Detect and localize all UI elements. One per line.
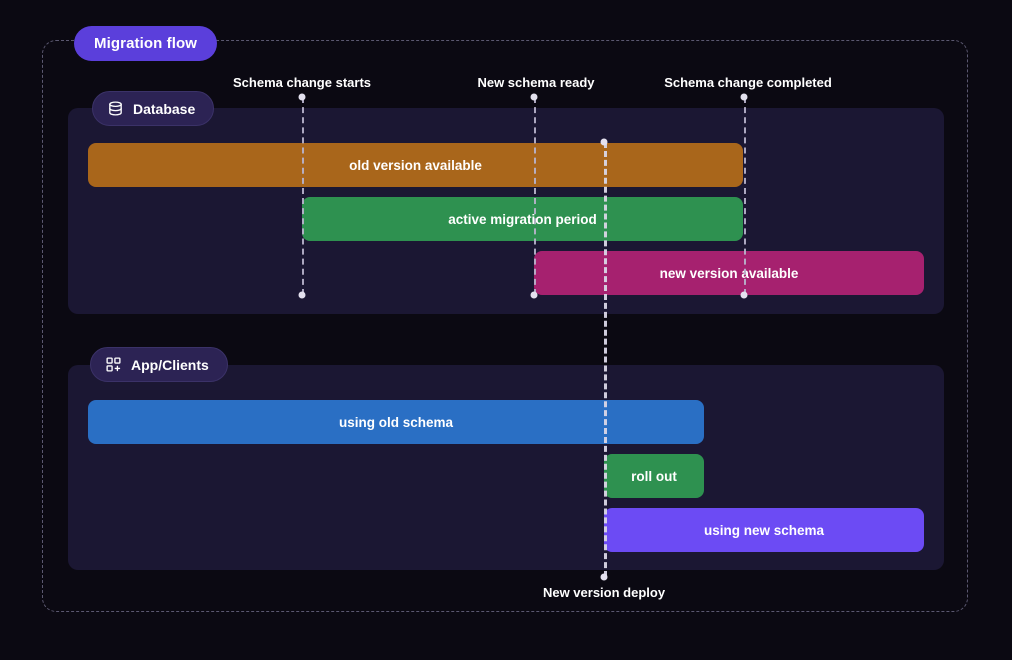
lane-pill-database-label: Database: [133, 100, 196, 117]
marker-dot-new-schema-ready-top: [530, 93, 538, 101]
bar-roll-out[interactable]: roll out: [604, 454, 704, 498]
marker-label-new-version-deploy: New version deploy: [542, 585, 666, 600]
bar-label-roll-out: roll out: [631, 468, 677, 484]
bar-label-old-version-available: old version available: [349, 157, 482, 173]
marker-dot-new-version-deploy-bottom: [600, 573, 608, 581]
bar-label-using-new-schema: using new schema: [703, 522, 825, 538]
lane-pill-database: Database: [92, 91, 215, 126]
marker-dot-schema-change-completed-top: [740, 93, 748, 101]
lane-pill-app-clients: App/Clients: [90, 347, 228, 382]
bar-old-version-available[interactable]: old version available: [88, 143, 743, 187]
outer-dashed-frame: [42, 40, 968, 612]
lane-pill-app-clients-label: App/Clients: [131, 356, 209, 373]
bar-new-version-available[interactable]: new version available: [534, 251, 924, 295]
marker-label-new-schema-ready: New schema ready: [477, 75, 595, 90]
bar-label-using-old-schema: using old schema: [338, 414, 454, 430]
marker-dot-schema-change-starts-bottom: [298, 291, 306, 299]
marker-dot-new-version-deploy-top: [600, 138, 608, 146]
guide-line-new-version-deploy: [604, 142, 607, 577]
marker-dot-schema-change-completed-bottom: [740, 291, 748, 299]
diagram-title-label: Migration flow: [94, 35, 198, 52]
bar-label-new-version-available: new version available: [659, 265, 799, 281]
guide-line-new-schema-ready: [534, 97, 536, 295]
marker-dot-schema-change-starts-top: [298, 93, 306, 101]
grid-plus-icon: [105, 356, 122, 373]
guide-line-schema-change-completed: [744, 97, 746, 295]
guide-line-schema-change-starts: [302, 97, 304, 295]
bar-using-new-schema[interactable]: using new schema: [604, 508, 924, 552]
bar-label-active-migration-period: active migration period: [448, 211, 597, 227]
marker-dot-new-schema-ready-bottom: [530, 291, 538, 299]
marker-label-schema-change-starts: Schema change starts: [232, 75, 372, 90]
diagram-title-pill: Migration flow: [74, 26, 218, 61]
bar-using-old-schema[interactable]: using old schema: [88, 400, 704, 444]
bar-active-migration-period[interactable]: active migration period: [302, 197, 743, 241]
database-icon: [107, 100, 124, 117]
marker-label-schema-change-completed: Schema change completed: [664, 75, 832, 90]
